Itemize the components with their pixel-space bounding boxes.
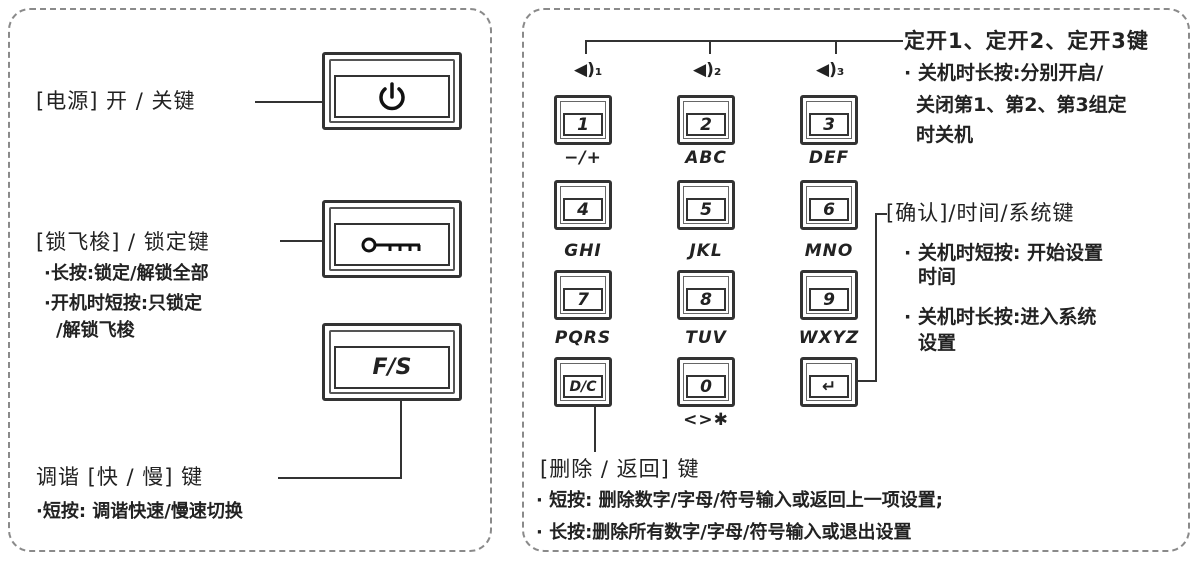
key-6[interactable]: 6 [800, 180, 858, 230]
lock-note-2: ·开机时短按:只锁定 [44, 293, 203, 314]
delete-key-label: [删除 / 返回] 键 [540, 457, 700, 481]
lock-leader-line [280, 240, 322, 242]
fs-key-text: F/S [372, 355, 412, 380]
confirm-leader-top [875, 213, 887, 215]
key-5-sub: JKL [689, 241, 723, 261]
key-3-sub: DEF [808, 148, 850, 168]
key-enter[interactable]: ↵ [800, 357, 858, 407]
timer-note-2: 关闭第1、第2、第3组定 [916, 94, 1127, 116]
lock-note-3: /解锁飞梭 [56, 320, 135, 341]
timer-bracket-right [835, 40, 837, 54]
key-7[interactable]: 7 [554, 270, 612, 320]
key-4[interactable]: 4 [554, 180, 612, 230]
key-8[interactable]: 8 [677, 270, 735, 320]
power-icon [379, 81, 405, 110]
confirm-leader-vertical [875, 213, 877, 382]
lock-note-1: ·长按:锁定/解锁全部 [44, 263, 209, 284]
right-panel [522, 8, 1190, 552]
timer-keys-label: 定开1、定开2、定开3键 [904, 29, 1149, 53]
key-icon [361, 237, 421, 252]
fs-leader-vertical [400, 401, 402, 479]
confirm-note-1: · 关机时短按: 开始设置 [904, 242, 1104, 264]
key-3[interactable]: 3 [800, 95, 858, 145]
key-1[interactable]: 1 [554, 95, 612, 145]
enter-icon: ↵ [809, 375, 849, 398]
delete-note-1: · 短按: 删除数字/字母/符号输入或返回上一项设置; [536, 490, 943, 511]
timer-bracket-mid [709, 40, 711, 54]
power-leader-line [255, 101, 323, 103]
timer-note-3: 时关机 [916, 124, 974, 146]
confirm-note-4: 设置 [918, 332, 957, 354]
delete-note-2: · 长按:删除所有数字/字母/符号输入或退出设置 [536, 522, 912, 543]
delete-leader-vertical [594, 407, 596, 452]
key-dc[interactable]: D/C [554, 357, 612, 407]
left-panel [8, 8, 492, 552]
speaker-icon-3: ◀)₃ [816, 60, 845, 80]
fs-key-label: 调谐 [快 / 慢] 键 [36, 465, 204, 489]
key-9[interactable]: 9 [800, 270, 858, 320]
speaker-icon-1: ◀)₁ [574, 60, 603, 80]
key-4-sub: GHI [564, 241, 602, 261]
key-0[interactable]: 0 [677, 357, 735, 407]
timer-bracket-top [585, 40, 903, 42]
timer-note-1: · 关机时长按:分别开启/ [904, 62, 1104, 84]
timer-bracket-left [585, 40, 587, 54]
key-5[interactable]: 5 [677, 180, 735, 230]
key-9-sub: WXYZ [798, 328, 860, 348]
fs-leader-horizontal [278, 477, 402, 479]
power-button[interactable] [322, 52, 462, 130]
key-7-sub: PQRS [554, 328, 612, 348]
confirm-leader-stub [858, 380, 876, 382]
power-key-label: [电源] 开 / 关键 [36, 89, 196, 113]
key-2[interactable]: 2 [677, 95, 735, 145]
lock-button[interactable] [322, 200, 462, 278]
key-0-sub: <>✱ [683, 410, 729, 430]
speaker-icon-2: ◀)₂ [693, 60, 722, 80]
fs-button[interactable]: F/S [322, 323, 462, 401]
fs-note: ·短按: 调谐快速/慢速切换 [36, 501, 243, 522]
confirm-note-2: 时间 [918, 266, 957, 288]
lock-key-label: [锁飞梭] / 锁定键 [36, 230, 210, 254]
confirm-note-3: · 关机时长按:进入系统 [904, 306, 1097, 328]
key-6-sub: MNO [804, 241, 854, 261]
key-8-sub: TUV [685, 328, 727, 348]
confirm-key-label: [确认]/时间/系统键 [886, 201, 1075, 225]
key-1-sub: −/+ [564, 148, 602, 168]
key-2-sub: ABC [685, 148, 727, 168]
